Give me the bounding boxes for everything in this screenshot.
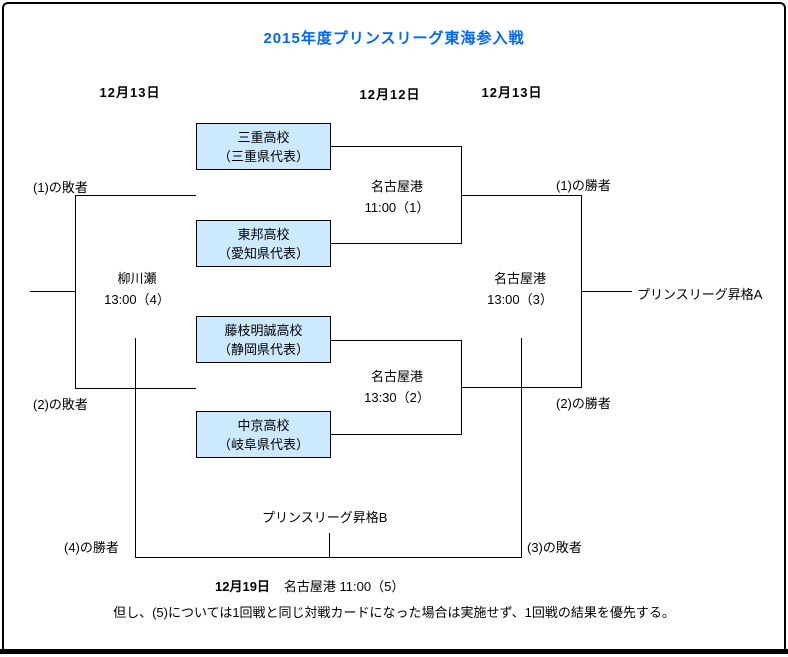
connector-box3-out xyxy=(331,340,461,341)
bottom-rule xyxy=(0,649,788,654)
label-promotion-b: プリンスリーグ昇格B xyxy=(262,510,388,525)
connector-loser1-in xyxy=(75,195,196,196)
match5-details: 名古屋港 11:00（5） xyxy=(283,579,405,594)
connector-match4-vertical xyxy=(75,195,76,389)
match1-time: 11:00（1） xyxy=(364,200,430,215)
match2-time: 13:30（2） xyxy=(364,390,430,405)
label-winner4: (4)の勝者 xyxy=(64,540,119,555)
label-winner2: (2)の勝者 xyxy=(556,396,611,411)
match2-label: 名古屋港 13:30（2） xyxy=(332,366,462,408)
label-loser2: (2)の敗者 xyxy=(33,397,88,412)
connector-box4-out xyxy=(331,434,461,435)
match1-venue: 名古屋港 xyxy=(370,179,423,194)
team-box-toho: 東邦高校 （愛知県代表） xyxy=(196,220,331,267)
match5-schedule: 12月19日名古屋港 11:00（5） xyxy=(215,576,404,595)
match3-time: 13:00（3） xyxy=(487,292,553,307)
team-prefecture: （愛知県代表） xyxy=(217,245,309,261)
team-name: 藤枝明誠高校 xyxy=(224,322,303,338)
connector-winner4-down xyxy=(135,338,136,558)
label-loser3: (3)の敗者 xyxy=(527,540,582,555)
team-box-mie: 三重高校 （三重県代表） xyxy=(196,123,331,170)
connector-match5-horizontal xyxy=(135,557,522,558)
connector-match3-winner xyxy=(581,291,632,292)
team-prefecture: （三重県代表） xyxy=(217,148,309,164)
match3-venue: 名古屋港 xyxy=(493,271,546,286)
team-prefecture: （岐阜県代表） xyxy=(217,436,309,452)
match5-date: 12月19日 xyxy=(215,579,270,594)
connector-box1-out xyxy=(331,146,461,147)
connector-match1-winner xyxy=(461,195,582,196)
team-name: 東邦高校 xyxy=(237,226,290,242)
match1-label: 名古屋港 11:00（1） xyxy=(332,176,462,218)
connector-loser3-down xyxy=(521,338,522,558)
column-date-left: 12月13日 xyxy=(99,85,161,100)
team-name: 中京高校 xyxy=(237,417,290,433)
connector-match4-out xyxy=(30,291,75,292)
team-box-fujieda-meisei: 藤枝明誠高校 （静岡県代表） xyxy=(196,316,331,363)
label-promotion-a: プリンスリーグ昇格A xyxy=(637,287,763,302)
label-winner1: (1)の勝者 xyxy=(556,178,611,193)
team-name: 三重高校 xyxy=(237,129,290,145)
footnote: 但し、(5)については1回戦と同じ対戦カードになった場合は実施せず、1回戦の結果… xyxy=(113,605,675,620)
team-box-chukyo: 中京高校 （岐阜県代表） xyxy=(196,411,331,458)
match4-label: 柳川瀬 13:00（4） xyxy=(72,268,202,310)
page-title: 2015年度プリンスリーグ東海参入戦 xyxy=(263,30,525,47)
team-prefecture: （静岡県代表） xyxy=(217,341,309,357)
connector-match5-winner-stub xyxy=(329,533,330,558)
label-loser1: (1)の敗者 xyxy=(33,180,88,195)
connector-box2-out xyxy=(331,243,461,244)
match4-time: 13:00（4） xyxy=(104,292,170,307)
column-date-right: 12月13日 xyxy=(481,85,543,100)
match3-label: 名古屋港 13:00（3） xyxy=(455,268,585,310)
column-date-middle: 12月12日 xyxy=(359,87,421,102)
match2-venue: 名古屋港 xyxy=(370,369,423,384)
match4-venue: 柳川瀬 xyxy=(117,271,157,286)
